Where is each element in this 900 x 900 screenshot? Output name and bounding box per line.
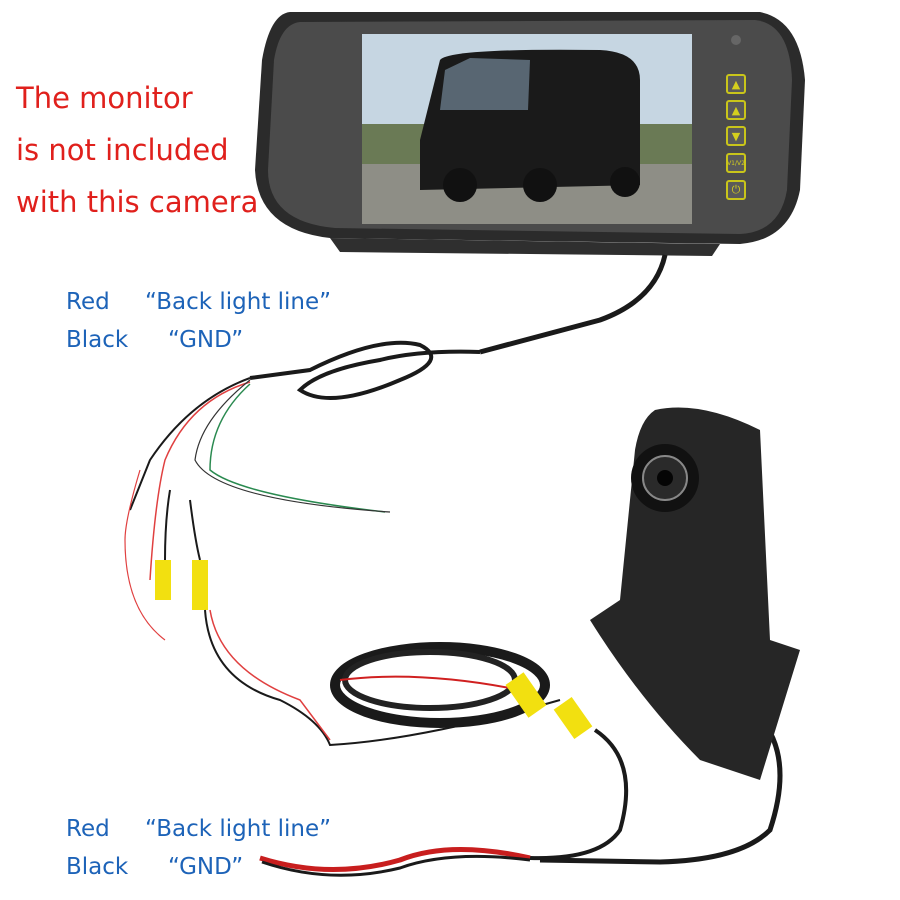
up-triangle-icon: ▲	[726, 74, 746, 94]
top-black-label: Black	[66, 327, 129, 353]
top-red-label: Red	[66, 289, 110, 315]
bottom-red-label: Red	[66, 816, 110, 842]
notice-line-2: is not included	[16, 133, 229, 167]
power-icon: ⏻	[726, 180, 746, 200]
rca-connector-yellow	[155, 560, 171, 600]
source-icon: V1/V2	[726, 153, 746, 173]
notice-line-3: with this camera	[16, 185, 259, 219]
camera	[590, 407, 800, 780]
top-black-desc: “GND”	[168, 327, 244, 353]
bottom-black-label: Black	[66, 854, 129, 880]
up-triangle-icon: ▲	[726, 100, 746, 120]
top-red-desc: “Back light line”	[145, 289, 332, 315]
mirror-monitor	[255, 12, 805, 256]
down-triangle-icon: ▼	[726, 126, 746, 146]
bottom-black-desc: “GND”	[168, 854, 244, 880]
bottom-red-desc: “Back light line”	[145, 816, 332, 842]
rca-connector-yellow	[192, 560, 208, 610]
notice-line-1: The monitor	[16, 81, 193, 115]
